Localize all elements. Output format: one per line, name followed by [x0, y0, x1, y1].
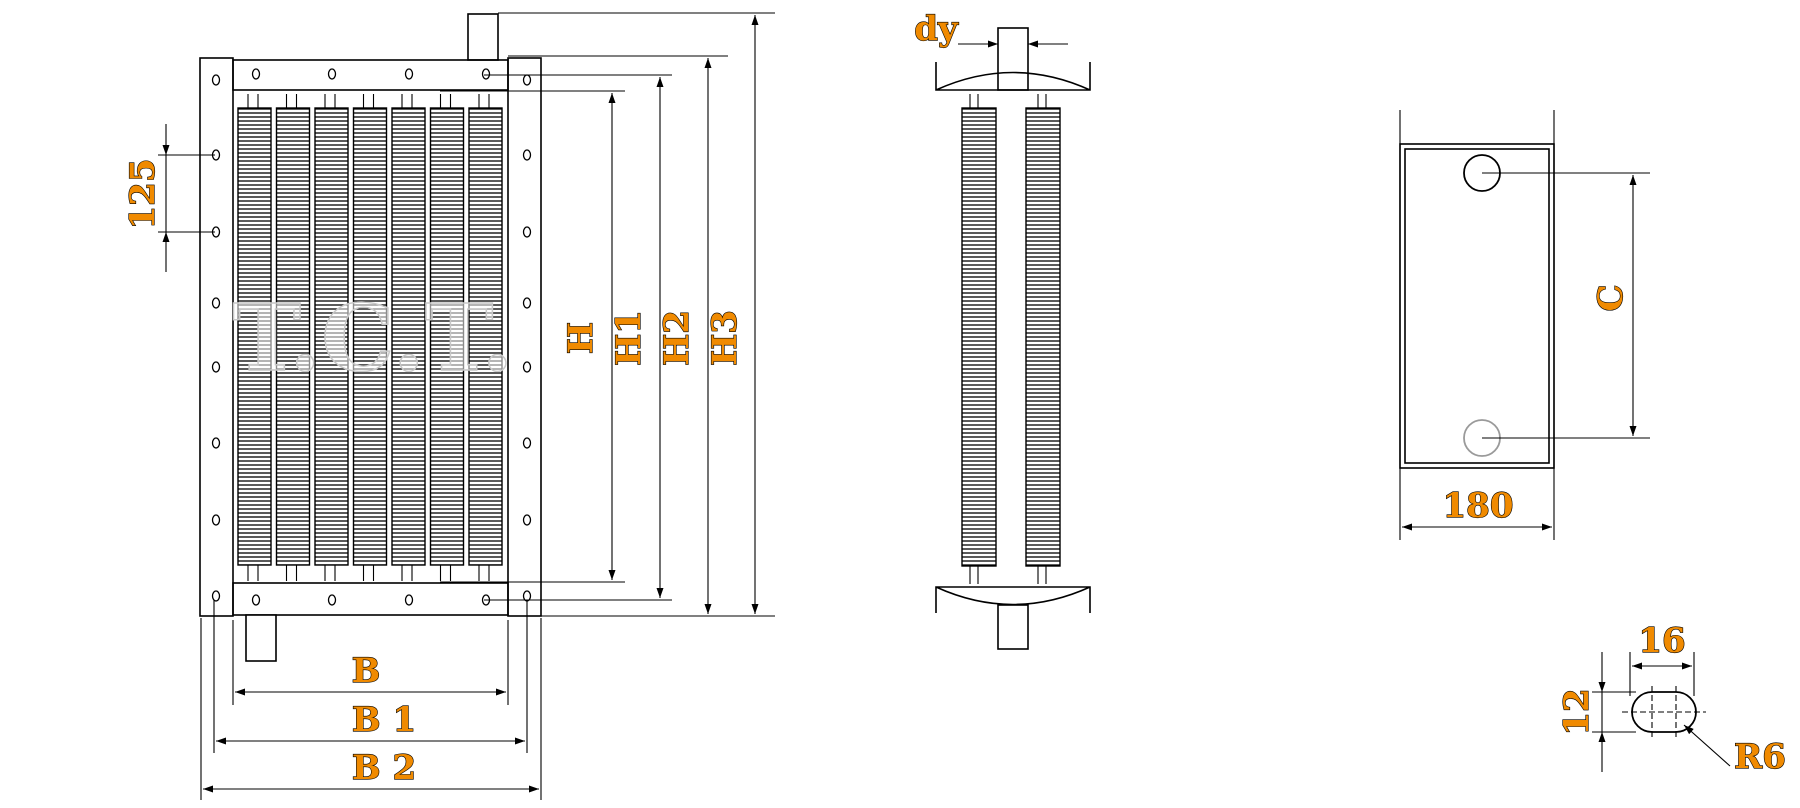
label-radius: R6 — [1734, 737, 1786, 777]
inlet-pipe — [245, 614, 277, 662]
label-H2: H2 — [657, 310, 697, 366]
mounting-hole — [211, 590, 221, 602]
mounting-hole — [211, 514, 221, 526]
side-bottom-pipe — [997, 604, 1029, 650]
mounting-hole — [211, 437, 221, 449]
mounting-hole — [522, 514, 532, 526]
label-length: 16 — [1638, 621, 1685, 661]
left-side-plate — [199, 57, 234, 617]
mounting-hole — [211, 297, 221, 309]
mounting-hole — [211, 361, 221, 373]
header-hole — [404, 594, 414, 606]
header-hole — [481, 68, 491, 80]
top-header — [232, 59, 509, 91]
front-view: T.C.T. H H1 H2 H3 125 — [122, 12, 775, 800]
label-H3: H3 — [705, 310, 745, 366]
finned-tube — [429, 107, 465, 566]
label-dy: dy — [914, 9, 959, 49]
label-H: H — [561, 322, 601, 354]
label-H1: H1 — [609, 310, 649, 366]
label-width: 180 — [1443, 486, 1514, 526]
label-B: B — [352, 651, 381, 691]
outlet-pipe — [467, 13, 499, 61]
flange-inner — [1404, 148, 1550, 464]
finned-tubes — [237, 94, 503, 581]
watermark: T.C.T. — [233, 284, 514, 392]
side-view: dy — [914, 8, 1091, 650]
finned-tube — [391, 107, 426, 566]
side-tube-1 — [961, 107, 997, 567]
slot-detail: 16 12 R6 — [1556, 620, 1786, 777]
mounting-hole — [522, 149, 532, 161]
header-hole — [251, 594, 261, 606]
finned-tube — [468, 107, 503, 566]
finned-tube — [352, 107, 388, 566]
mounting-hole — [522, 437, 532, 449]
flange-outer — [1399, 143, 1555, 469]
finned-tube — [275, 107, 311, 566]
finned-tube — [314, 107, 349, 566]
header-holes — [251, 68, 491, 606]
mounting-hole — [522, 361, 532, 373]
side-plate-holes — [211, 74, 532, 602]
mounting-hole — [522, 74, 532, 86]
label-height: 12 — [1557, 688, 1597, 735]
header-hole — [327, 68, 337, 80]
mounting-hole — [522, 226, 532, 238]
header-hole — [251, 68, 261, 80]
finned-tube — [237, 107, 272, 566]
label-B2: B 2 — [352, 748, 416, 788]
right-side-plate — [507, 57, 542, 617]
side-top-pipe — [997, 27, 1029, 91]
side-tube-2 — [1025, 107, 1061, 567]
header-hole — [404, 68, 414, 80]
side-top-cap — [935, 62, 1091, 91]
radius-leader — [1683, 724, 1731, 767]
label-C: C — [1591, 284, 1631, 311]
flange-view: C 180 — [1399, 110, 1650, 540]
label-pitch: 125 — [123, 159, 163, 230]
header-hole — [327, 594, 337, 606]
label-B1: B 1 — [352, 700, 416, 740]
mounting-hole — [522, 297, 532, 309]
bottom-header — [232, 582, 509, 616]
mounting-hole — [211, 74, 221, 86]
